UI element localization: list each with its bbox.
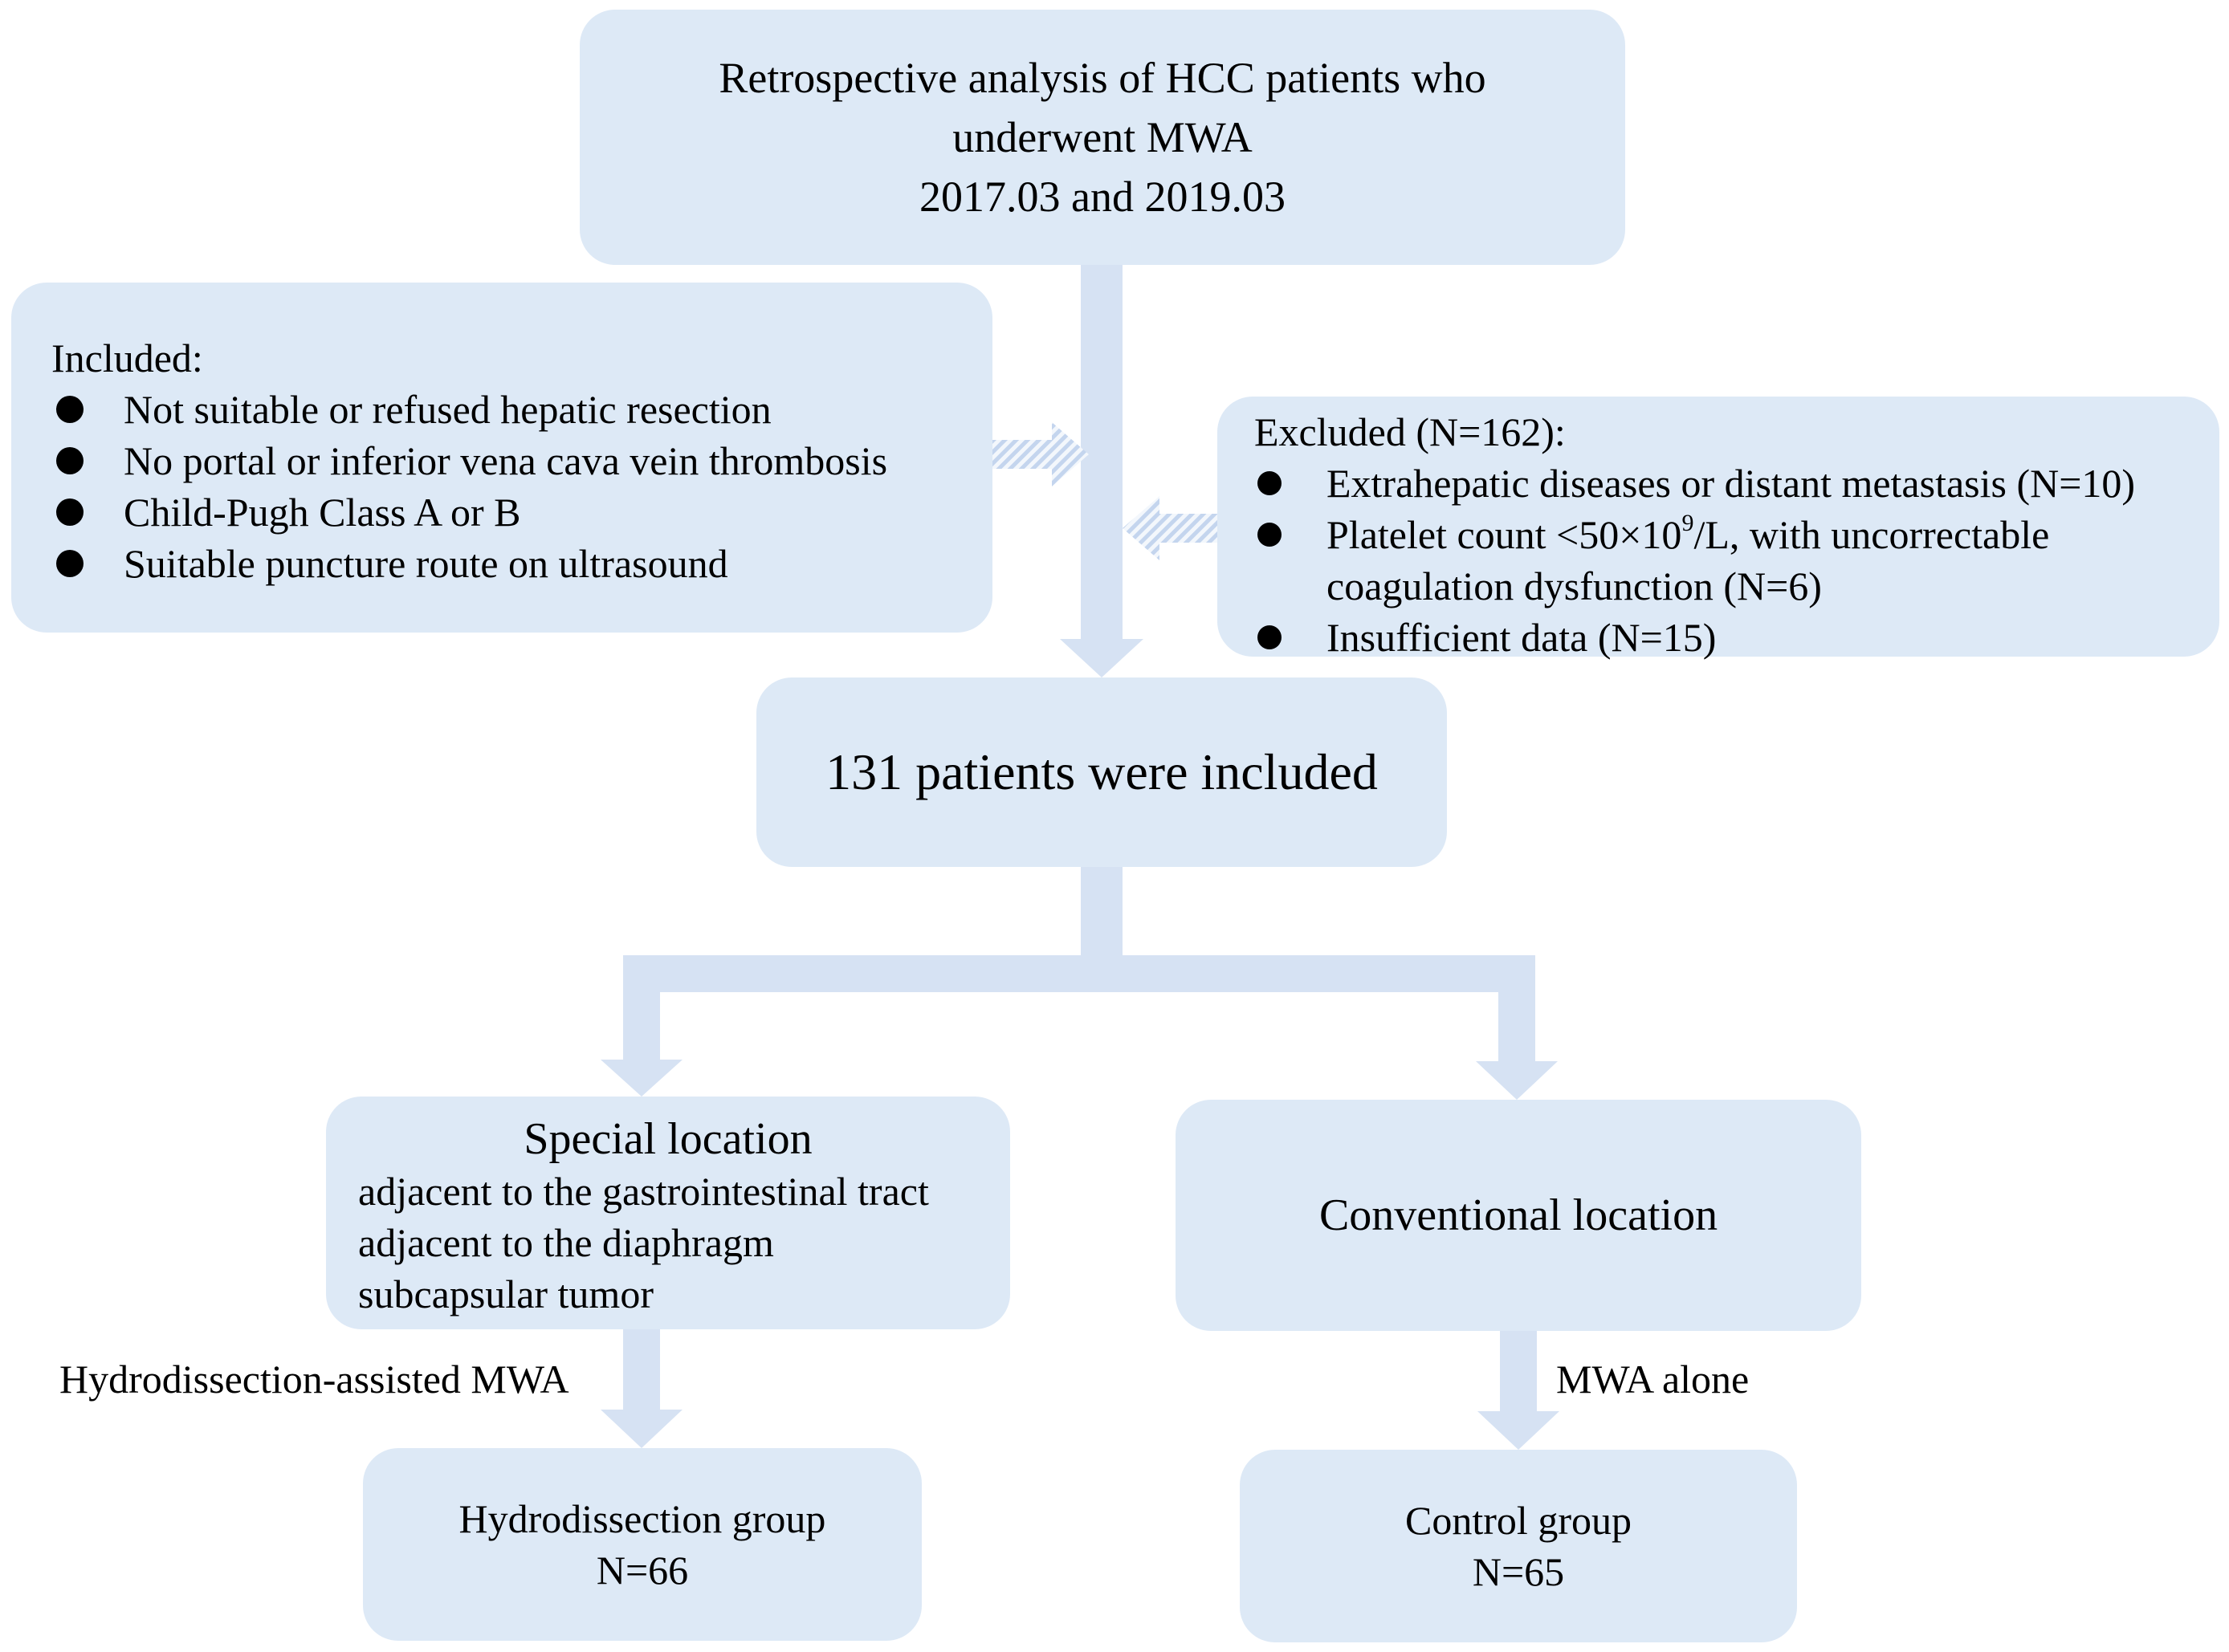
start-line-2: underwent MWA [952, 113, 1253, 161]
inclusion-criteria-box: Included: Not suitable or refused hepati… [11, 283, 992, 633]
excluded-item: Insufficient data (N=15) [1254, 612, 2219, 663]
right-branch-arrow [1476, 955, 1558, 1100]
hydrodissection-group-box: Hydrodissection group N=66 [363, 1448, 922, 1641]
platelet-text-cont: coagulation dysfunction (N=6) [1326, 564, 1822, 608]
control-group-n: N=65 [1472, 1549, 1565, 1594]
conventional-location-box: Conventional location [1176, 1100, 1861, 1331]
split-bar [623, 955, 1535, 992]
left-branch-arrow [601, 992, 683, 1097]
bullet-icon [56, 396, 84, 423]
hydrodissection-mwa-label: Hydrodissection-assisted MWA [59, 1357, 569, 1402]
hydrodissection-group-name: Hydrodissection group [458, 1496, 826, 1541]
conventional-location-title: Conventional location [1318, 1190, 1718, 1240]
included-item: Not suitable or refused hepatic resectio… [51, 384, 992, 435]
bullet-icon [1257, 523, 1282, 547]
bullet-icon [1257, 471, 1282, 495]
bullet-icon [56, 550, 84, 577]
start-line-3: 2017.03 and 2019.03 [919, 173, 1286, 221]
included-title: Included: [51, 336, 203, 380]
special-location-line: adjacent to the gastrointestinal tract [358, 1169, 929, 1214]
control-arrow [1477, 1331, 1559, 1450]
special-location-line: adjacent to the diaphragm [358, 1220, 774, 1265]
platelet-text: Platelet count <50×10 [1326, 512, 1682, 557]
excluded-item: Platelet count <50×109/L, with uncorrect… [1254, 509, 2219, 612]
included-side-arrow [992, 422, 1089, 486]
split-stem [1081, 867, 1123, 955]
hydro-arrow [601, 1329, 683, 1448]
bullet-icon [1257, 625, 1282, 649]
main-down-arrow [1060, 265, 1143, 677]
special-location-title: Special location [524, 1114, 813, 1164]
excluded-title: Excluded (N=162): [1254, 409, 1566, 454]
included-patients-box: 131 patients were included [756, 677, 1447, 867]
excluded-item: Extrahepatic diseases or distant metasta… [1254, 458, 2219, 509]
special-location-line: subcapsular tumor [358, 1272, 654, 1316]
special-location-box: Special location adjacent to the gastroi… [326, 1097, 1010, 1329]
exponent: 9 [1681, 510, 1694, 536]
included-item: No portal or inferior vena cava vein thr… [51, 435, 992, 486]
included-item: Suitable puncture route on ultrasound [51, 538, 992, 589]
control-group-name: Control group [1405, 1498, 1632, 1543]
mwa-alone-label: MWA alone [1556, 1357, 1750, 1402]
included-patients-text: 131 patients were included [825, 743, 1378, 800]
exclusion-criteria-box: Excluded (N=162): Extrahepatic diseases … [1217, 397, 2219, 660]
bullet-icon [56, 498, 84, 526]
hydrodissection-group-n: N=66 [596, 1548, 689, 1593]
bullet-icon [56, 447, 84, 474]
excluded-side-arrow [1123, 496, 1217, 560]
start-line-1: Retrospective analysis of HCC patients w… [719, 54, 1486, 102]
study-source-box: Retrospective analysis of HCC patients w… [580, 10, 1625, 265]
included-item: Child-Pugh Class A or B [51, 486, 992, 538]
control-group-box: Control group N=65 [1240, 1450, 1797, 1642]
